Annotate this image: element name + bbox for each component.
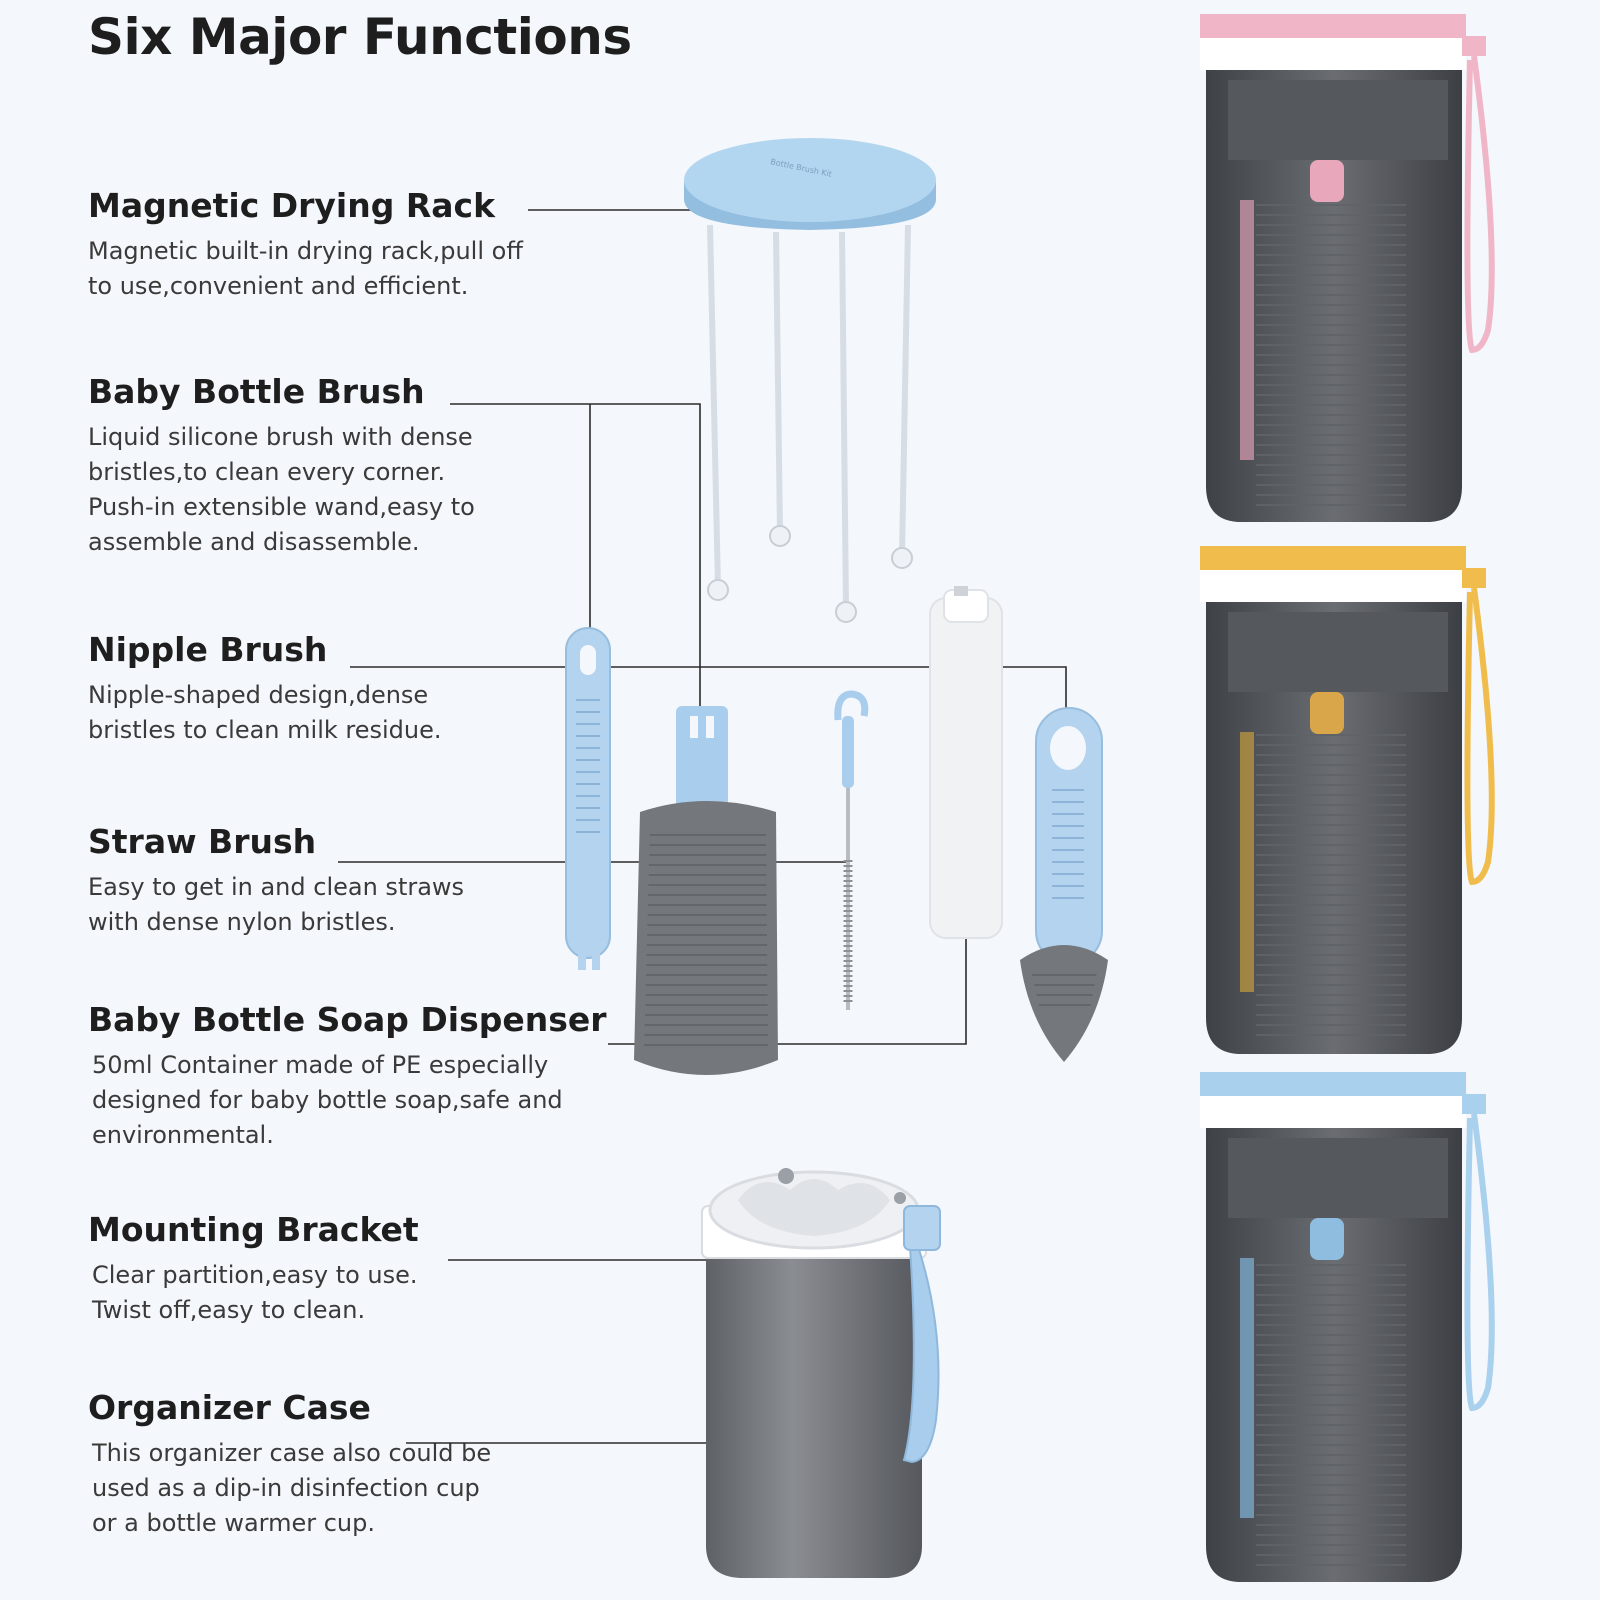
organizer-case (701, 1168, 941, 1578)
feature-description: Clear partition,easy to use. Twist off,e… (92, 1261, 418, 1324)
color-variant-blue (1200, 1072, 1495, 1582)
feature-description: Liquid silicone brush with dense bristle… (88, 423, 475, 556)
feature-baby-bottle-brush: Baby Bottle Brush Liquid silicone brush … (88, 370, 475, 560)
leader-line-bottle-brush (450, 403, 701, 710)
feature-description: Magnetic built-in drying rack,pull off t… (88, 237, 523, 300)
feature-title: Nipple Brush (88, 630, 328, 669)
page-title: Six Major Functions (88, 8, 632, 66)
feature-mounting-bracket: Mounting Bracket Clear partition,easy to… (88, 1208, 419, 1328)
soap-dispenser (929, 586, 1003, 939)
feature-description: Nipple-shaped design,dense bristles to c… (88, 681, 442, 744)
color-variant-pink (1200, 14, 1495, 522)
feature-title: Magnetic Drying Rack (88, 186, 496, 225)
feature-nipple-brush: Nipple Brush Nipple-shaped design,dense … (88, 628, 442, 748)
feature-title: Baby Bottle Brush (88, 372, 425, 411)
color-variant-yellow (1200, 546, 1495, 1054)
extension-wand (565, 627, 611, 970)
feature-description: 50ml Container made of PE especially des… (92, 1051, 563, 1149)
bottle-brush (634, 706, 778, 1075)
straw-brush (834, 690, 869, 1010)
feature-description: This organizer case also could be used a… (92, 1439, 492, 1537)
feature-soap-dispenser: Baby Bottle Soap Dispenser 50ml Containe… (88, 998, 607, 1153)
feature-title: Straw Brush (88, 822, 317, 861)
nipple-brush (1020, 707, 1108, 1062)
drying-rack: Bottle Brush Kit (684, 138, 936, 623)
feature-magnetic-drying-rack: Magnetic Drying Rack Magnetic built-in d… (88, 184, 523, 304)
feature-straw-brush: Straw Brush Easy to get in and clean str… (88, 820, 464, 940)
feature-title: Baby Bottle Soap Dispenser (88, 1000, 607, 1039)
feature-description: Easy to get in and clean straws with den… (88, 873, 465, 936)
feature-organizer-case: Organizer Case This organizer case also … (88, 1386, 491, 1541)
feature-title: Organizer Case (88, 1388, 371, 1427)
feature-title: Mounting Bracket (88, 1210, 419, 1249)
